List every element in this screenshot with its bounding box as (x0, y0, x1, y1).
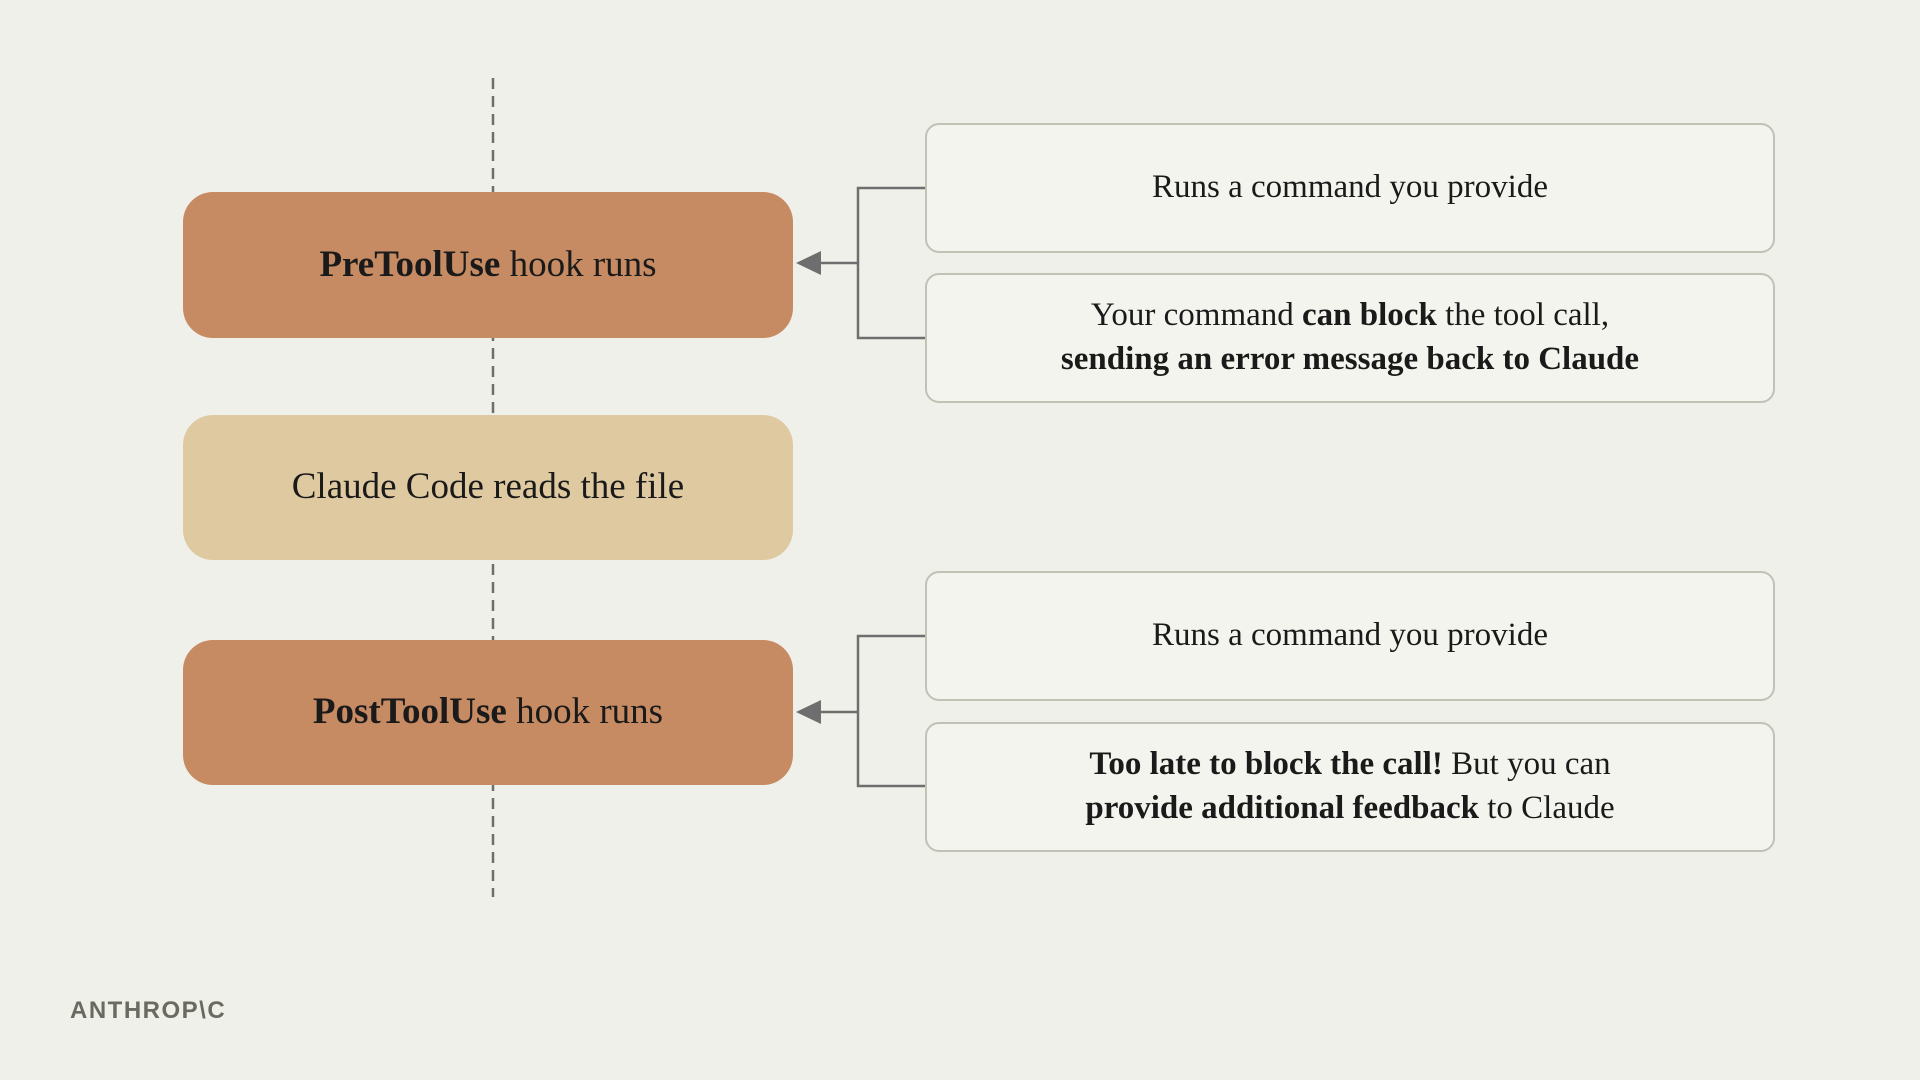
pretool-callout-can-block: Your command can block the tool call,sen… (925, 273, 1775, 403)
pretool-callout-runs-command: Runs a command you provide (925, 123, 1775, 253)
posttool-callout-bracket (856, 634, 925, 788)
pretool-arrow-head-icon (796, 251, 821, 275)
anthropic-logo: ANTHROP\C (70, 997, 227, 1024)
pretooluse-hook-node: PreToolUse hook runs (183, 192, 793, 338)
posttool-arrow-head-icon (796, 700, 821, 724)
posttool-callout-runs-command: Runs a command you provide (925, 571, 1775, 701)
pretool-callout-bracket (856, 186, 925, 340)
claude-code-reads-file-node: Claude Code reads the file (183, 415, 793, 560)
posttooluse-hook-node: PostToolUse hook runs (183, 640, 793, 785)
